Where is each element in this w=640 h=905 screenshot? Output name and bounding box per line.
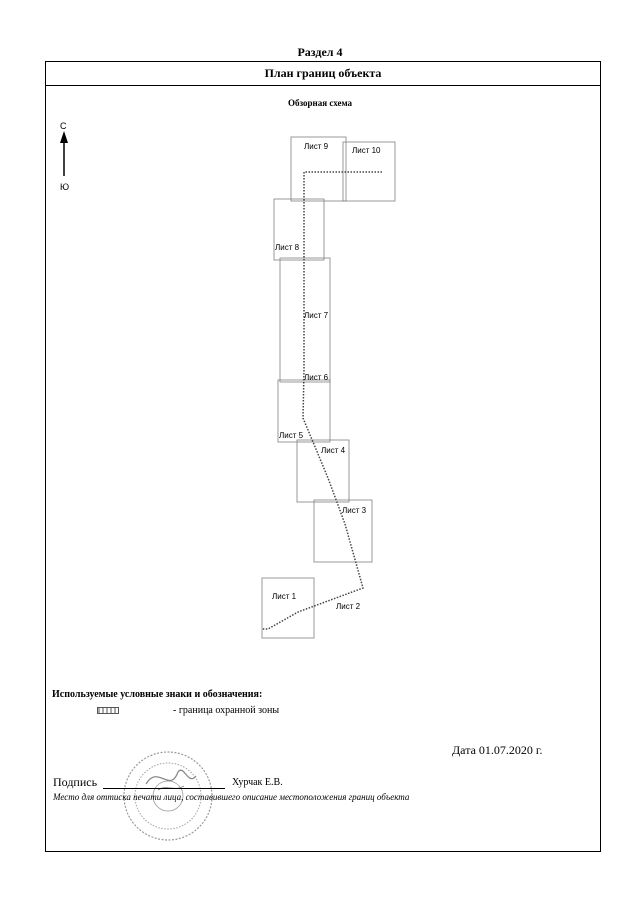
signature-line	[103, 788, 225, 789]
sheet-frame-9	[290, 136, 347, 202]
sheet-frame-1	[261, 577, 315, 639]
sheet-label-6: Лист 6	[304, 373, 329, 382]
compass-icon: С Ю	[60, 121, 69, 192]
sheet-label-5: Лист 5	[279, 431, 304, 440]
sheet-frame-7	[279, 257, 331, 383]
signer-name: Хурчак Е.В.	[232, 777, 283, 788]
sheet-label-7: Лист 7	[304, 311, 329, 320]
document-date: Дата 01.07.2020 г.	[452, 743, 543, 757]
sheet-frame-4	[296, 439, 350, 503]
sheet-label-10: Лист 10	[352, 146, 381, 155]
boundary-route-line	[262, 171, 382, 630]
sheet-label-9: Лист 9	[304, 142, 329, 151]
legend-title: Используемые условные знаки и обозначени…	[52, 689, 263, 700]
legend-description: - граница охранной зоны	[173, 705, 280, 716]
compass-north-label: С	[60, 121, 67, 131]
scheme-title: Обзорная схема	[287, 98, 353, 108]
sheet-label-1: Лист 1	[272, 592, 297, 601]
seal-stamp-icon	[123, 751, 213, 841]
sheet-label-8: Лист 8	[275, 243, 300, 252]
sheet-label-3: Лист 3	[342, 506, 367, 515]
sheet-label-2: Лист 2	[336, 602, 361, 611]
compass-south-label: Ю	[60, 182, 69, 192]
frame-header: План границ объекта	[46, 62, 600, 86]
sheet-frame-3	[313, 499, 373, 563]
section-title: Раздел 4	[297, 45, 343, 59]
sheet-frame-8	[273, 198, 325, 261]
stamp-note: Место для оттиска печати лица, составивш…	[53, 792, 410, 802]
sheet-label-4: Лист 4	[321, 446, 346, 455]
signature-label: Подпись	[53, 775, 98, 789]
document-frame: План границ объекта	[45, 61, 601, 852]
boundary-legend-icon	[97, 707, 119, 714]
